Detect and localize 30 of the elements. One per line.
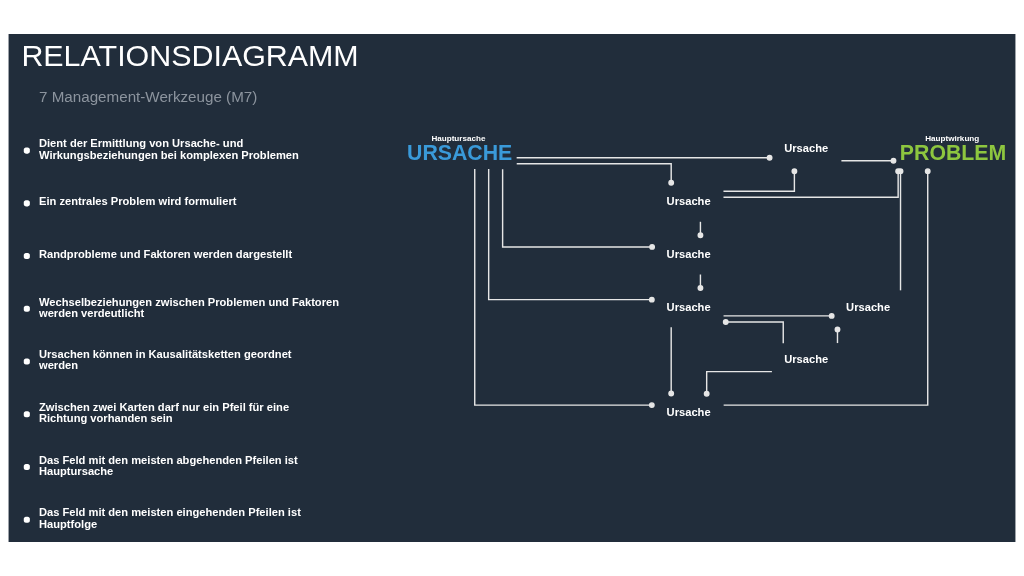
connector	[668, 326, 675, 397]
connector	[487, 168, 655, 303]
connector	[474, 168, 655, 409]
label: 7 Management-Werkzeuge (M7)	[38, 87, 258, 105]
label: Zwischen zwei Karten darf nur ein Pfeil für eine Richtung vorhanden sein	[38, 400, 290, 425]
node-text: Ursache	[846, 300, 891, 313]
node-text: Ursache	[784, 353, 829, 366]
connector	[840, 157, 897, 164]
label: Wechselbeziehungen zwischen Problemen und Faktoren werden verdeutlicht	[38, 295, 340, 319]
node-text: Hauptursache URSACHE	[407, 134, 513, 166]
node-text: Ursache	[666, 247, 711, 260]
node-text: Hauptwirkung PROBLEM	[899, 134, 1007, 166]
label: Das Feld mit den meisten eingehenden Pfeilen ist Hauptfolge	[38, 506, 301, 530]
node-text: Ursache	[666, 300, 711, 313]
connector	[703, 370, 773, 397]
node-text: Ursache	[666, 195, 711, 208]
connector	[722, 312, 835, 319]
label: Ursachen können in Kausalitätsketten geordnet werden	[38, 348, 292, 372]
connector	[722, 168, 798, 192]
connector	[515, 154, 773, 161]
label: Randprobleme und Faktoren werden dargestellt	[38, 247, 293, 260]
label: Ein zentrales Problem wird formuliert	[38, 195, 237, 208]
node-text: Ursache	[666, 406, 711, 419]
connector	[501, 168, 656, 250]
connector	[516, 163, 675, 186]
diagram-title: RELATIONSDIAGRAMM	[21, 38, 359, 73]
label: Das Feld mit den meisten abgehenden Pfeilen ist Hauptursache	[38, 453, 298, 477]
connector	[722, 319, 784, 344]
node-text: Ursache	[784, 142, 829, 155]
label: Dient der Ermittlung von Ursache- und Wirkungsbeziehungen bei komplexen Problemen	[38, 137, 299, 161]
